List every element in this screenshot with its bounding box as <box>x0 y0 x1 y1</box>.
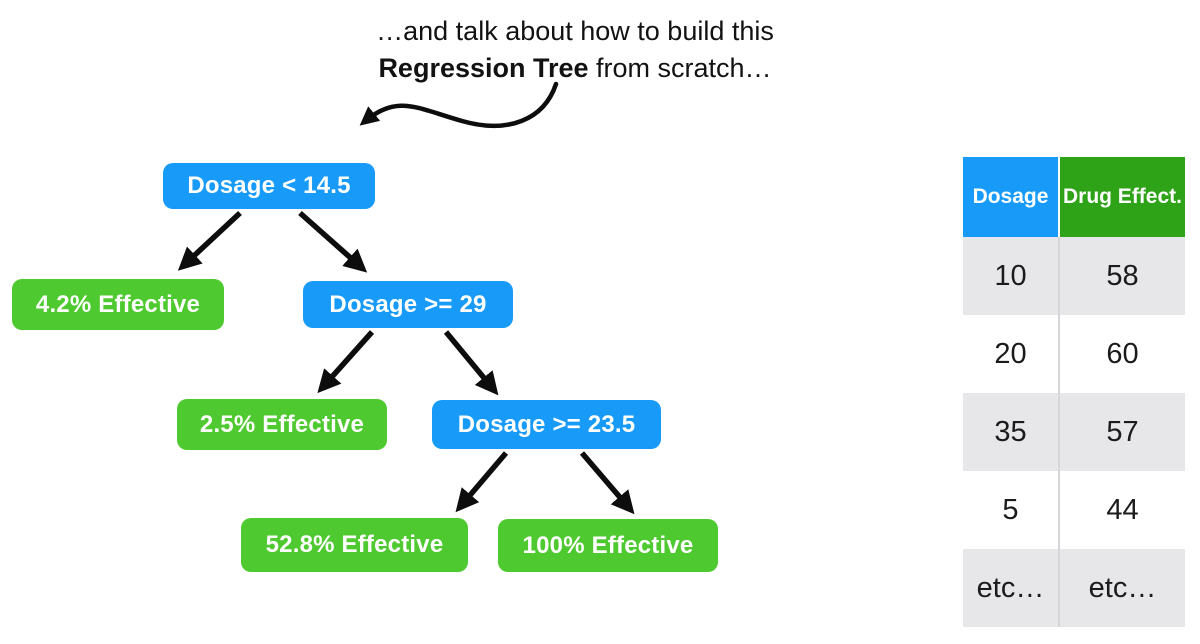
slide-title: …and talk about how to build this Regres… <box>280 13 870 87</box>
node-dosage-lt-14-5: Dosage < 14.5 <box>163 163 375 209</box>
edge-node-23-5-to-leaf-100 <box>579 451 635 515</box>
table-row: 35 57 <box>963 393 1185 471</box>
leaf-52-8-effective: 52.8% Effective <box>241 518 468 572</box>
edge-node-23-5-to-leaf-52-8 <box>455 451 509 513</box>
edge-root-to-node-29 <box>298 210 368 273</box>
table-row: 5 44 <box>963 471 1185 549</box>
leaf-4-2-effective: 4.2% Effective <box>12 279 224 330</box>
table-row: etc… etc… <box>963 549 1185 627</box>
cell-dosage: 10 <box>963 237 1058 315</box>
edge-root-to-leaf-4-2 <box>177 210 242 271</box>
title-line-1: …and talk about how to build this <box>376 16 774 46</box>
leaf-100-effective: 100% Effective <box>498 519 718 572</box>
node-dosage-gte-29: Dosage >= 29 <box>303 281 513 328</box>
node-dosage-gte-23-5: Dosage >= 23.5 <box>432 400 661 449</box>
curved-arrow-icon <box>359 81 559 129</box>
cell-drug-effect: etc… <box>1058 549 1185 627</box>
title-line-2-rest: from scratch… <box>588 53 772 83</box>
table-row: 10 58 <box>963 237 1185 315</box>
edge-node-29-to-leaf-2-5 <box>317 330 375 394</box>
table-row: 20 60 <box>963 315 1185 393</box>
table-header-dosage: Dosage <box>963 157 1058 237</box>
cell-drug-effect: 58 <box>1058 237 1185 315</box>
table-header-drug-effect: Drug Effect. <box>1060 157 1185 237</box>
cell-drug-effect: 44 <box>1058 471 1185 549</box>
edge-node-29-to-node-23-5 <box>443 330 499 396</box>
cell-dosage: 35 <box>963 393 1058 471</box>
cell-dosage: 20 <box>963 315 1058 393</box>
table-header-row: Dosage Drug Effect. <box>963 157 1185 237</box>
cell-drug-effect: 57 <box>1058 393 1185 471</box>
cell-drug-effect: 60 <box>1058 315 1185 393</box>
cell-dosage: 5 <box>963 471 1058 549</box>
data-table: Dosage Drug Effect. 10 58 20 60 35 57 5 … <box>963 157 1185 627</box>
title-bold-phrase: Regression Tree <box>378 53 589 83</box>
cell-dosage: etc… <box>963 549 1058 627</box>
title-line-2: Regression Tree from scratch… <box>280 50 870 87</box>
leaf-2-5-effective: 2.5% Effective <box>177 399 387 450</box>
